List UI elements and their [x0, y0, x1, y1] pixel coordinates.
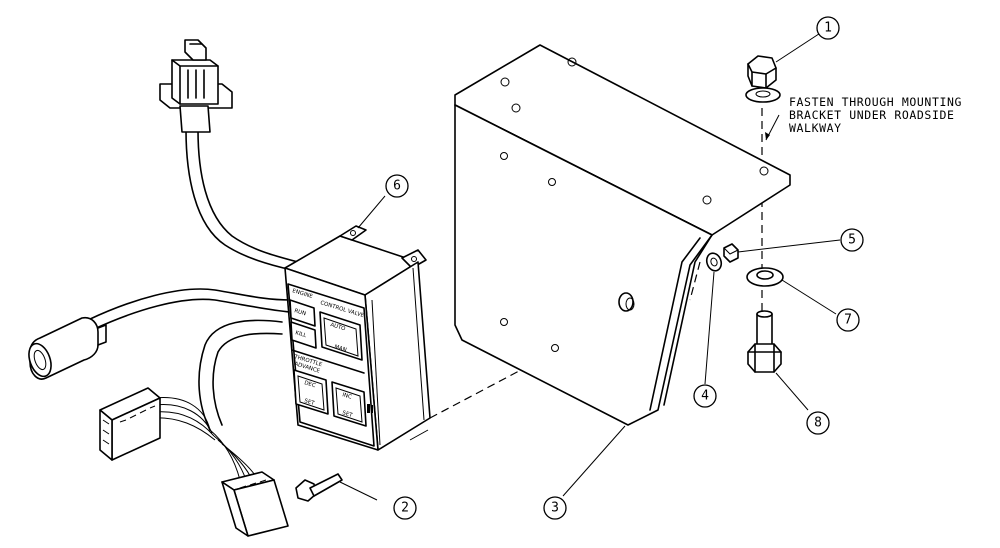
- round-connector: [28, 316, 107, 380]
- set-label-2: SET: [341, 410, 353, 419]
- balloon-3: 3: [543, 496, 567, 520]
- dec-label: DEC: [303, 380, 316, 389]
- balloon-8: 8: [806, 411, 830, 435]
- leader-lines: [339, 27, 841, 501]
- flat-connector-upper: [99, 387, 161, 461]
- balloon-5-text: 5: [848, 233, 856, 248]
- run-label: RUN: [293, 308, 306, 317]
- note-line-3: WALKWAY: [789, 121, 842, 135]
- balloon-7-text: 7: [844, 313, 852, 328]
- balloon-7: 7: [836, 308, 860, 332]
- washer-top: [745, 87, 781, 103]
- balloon-3-text: 3: [551, 501, 559, 516]
- balloon-2-text: 2: [401, 501, 409, 516]
- note-line-1: FASTEN THROUGH MOUNTING: [789, 95, 962, 109]
- note-line-2: BRACKET UNDER ROADSIDE: [789, 108, 955, 122]
- balloon-4: 4: [693, 384, 717, 408]
- inc-label: INC: [341, 392, 352, 401]
- bolt-item-2: [295, 473, 343, 502]
- balloon-5: 5: [840, 228, 864, 252]
- nut-item-1: [747, 55, 777, 89]
- washer-item-7: [746, 267, 784, 287]
- relay-component: [159, 39, 233, 133]
- alignment-line-side: [689, 261, 701, 301]
- balloon-1-text: 1: [824, 21, 832, 36]
- nut-item-5: [723, 243, 739, 263]
- run-button[interactable]: [289, 299, 316, 327]
- kill-button[interactable]: [290, 321, 317, 349]
- washer-item-4: [705, 252, 723, 272]
- mounting-bracket: [454, 44, 791, 426]
- balloon-4-text: 4: [701, 389, 709, 404]
- balloon-6-text: 6: [393, 179, 401, 194]
- flat-connector-lower: [221, 471, 289, 537]
- bolt-item-8: [747, 310, 782, 373]
- balloon-2: 2: [393, 496, 417, 520]
- fastening-note: FASTEN THROUGH MOUNTING BRACKET UNDER RO…: [789, 95, 962, 135]
- balloon-8-text: 8: [814, 416, 822, 431]
- balloon-6: 6: [385, 174, 409, 198]
- balloon-1: 1: [816, 16, 840, 40]
- set-label-1: SET: [303, 398, 315, 407]
- kill-label: KILL: [294, 330, 308, 339]
- man-label: MAN: [333, 344, 347, 353]
- auto-label: AUTO: [329, 322, 346, 332]
- auto-man-button[interactable]: [319, 311, 363, 361]
